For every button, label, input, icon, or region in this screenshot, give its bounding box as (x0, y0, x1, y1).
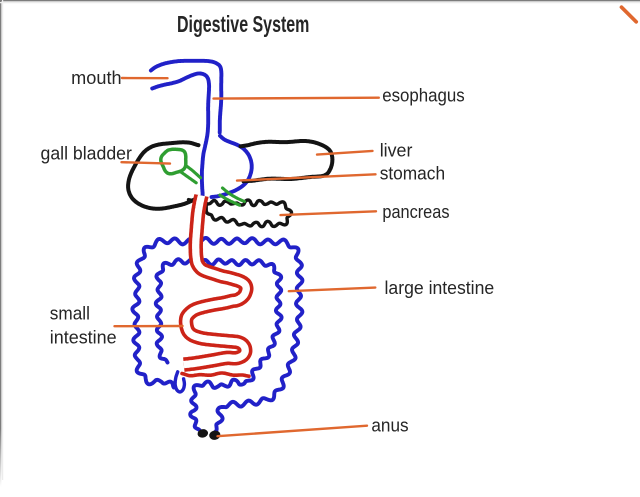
svg-text:mouth: mouth (71, 68, 121, 88)
svg-text:esophagus: esophagus (382, 86, 465, 106)
svg-text:Digestive System: Digestive System (177, 11, 309, 37)
svg-text:anus: anus (371, 416, 408, 436)
svg-text:pancreas: pancreas (382, 202, 449, 222)
svg-text:liver: liver (380, 141, 413, 161)
svg-text:gall bladder: gall bladder (41, 143, 132, 163)
svg-text:stomach: stomach (380, 164, 445, 184)
svg-text:large intestine: large intestine (385, 278, 495, 298)
svg-text:intestine: intestine (50, 328, 117, 348)
svg-text:small: small (50, 304, 90, 324)
